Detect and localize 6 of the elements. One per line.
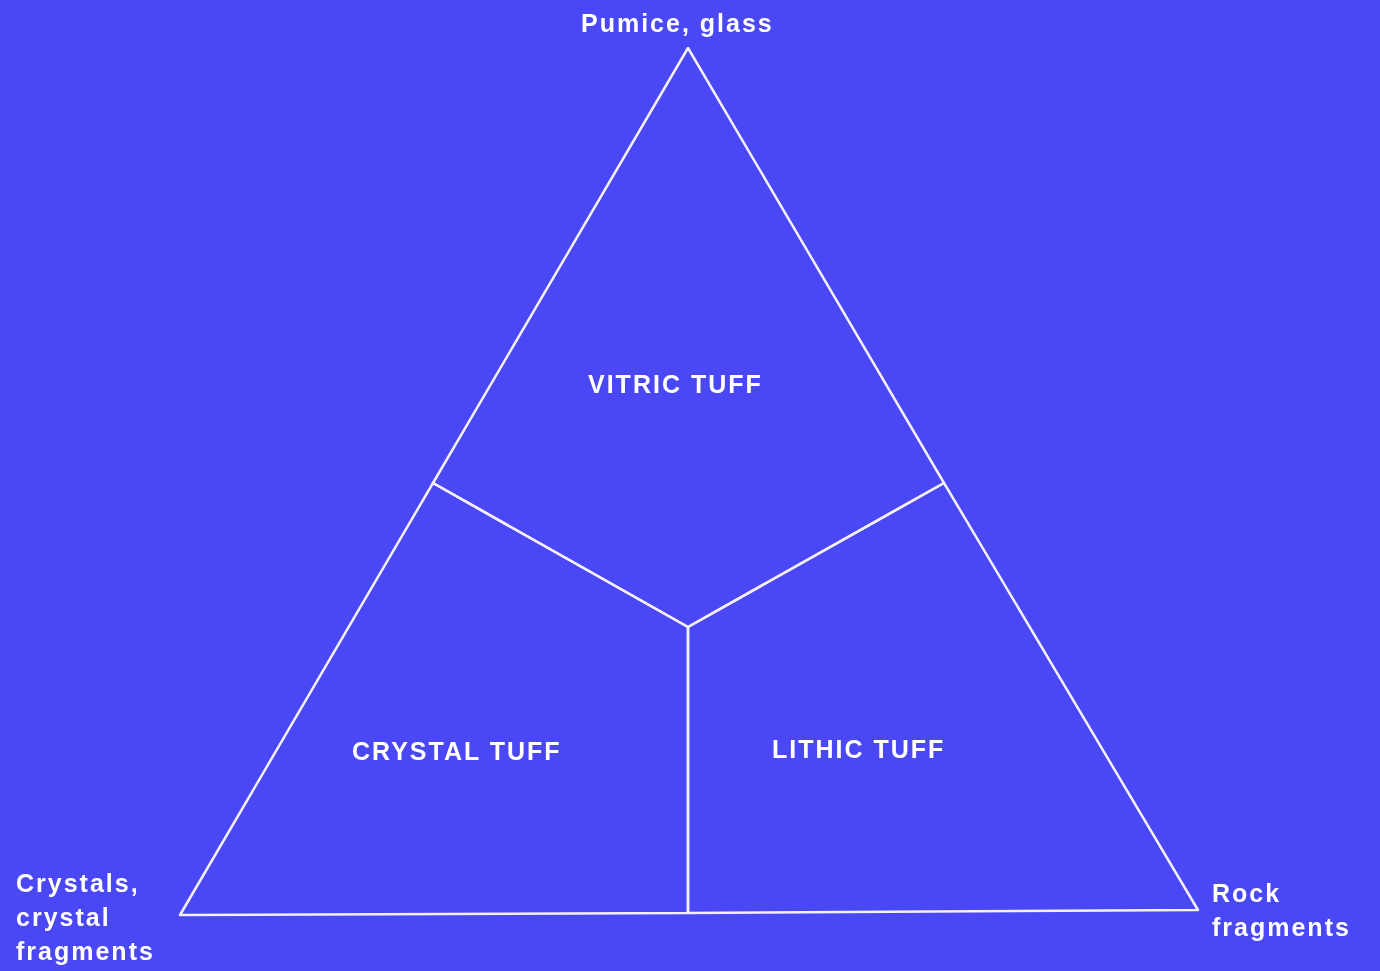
region-label: CRYSTAL TUFF [352, 737, 562, 766]
vertex-label: Rock fragments [1212, 878, 1352, 943]
vertex-label: Crystals, crystal fragments [16, 868, 156, 967]
vertex-label: Pumice, glass [581, 8, 775, 39]
region-label: LITHIC TUFF [772, 735, 946, 764]
region-label: VITRIC TUFF [588, 370, 763, 399]
